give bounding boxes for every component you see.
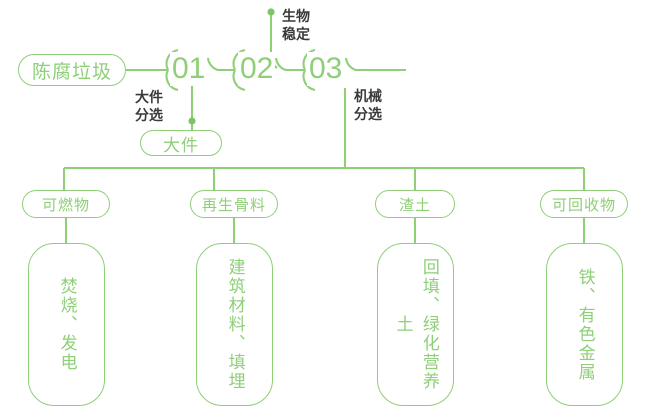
arc-step01-top [165, 48, 179, 71]
arc-step03-top [302, 48, 316, 71]
output-detail-4-text: 铁、有色金属 [575, 267, 595, 382]
arc-step01-bottom [165, 69, 179, 92]
output-detail-box-3[interactable]: 回填、绿化营养土 [377, 243, 454, 406]
output-detail-box-1[interactable]: 焚烧、发电 [28, 243, 105, 406]
step-number-02[interactable]: 02 [238, 52, 276, 86]
annotation-step02: 生物 稳定 [282, 8, 310, 42]
wire-step03-tail [344, 57, 406, 72]
node-bulk-output-label: 大件 [163, 135, 199, 155]
output-pill-2[interactable]: 再生骨料 [190, 190, 278, 218]
output-detail-box-4[interactable]: 铁、有色金属 [546, 243, 623, 406]
output-pill-3-label: 渣土 [398, 196, 431, 214]
output-detail-box-2[interactable]: 建筑材料、填埋 [196, 243, 273, 406]
step-number-01[interactable]: 01 [170, 52, 208, 86]
wire-step01-to-step02 [206, 57, 235, 72]
output-pill-4-label: 可回收物 [551, 196, 616, 214]
arc-step02-bottom [232, 69, 246, 92]
output-detail-3-text: 回填、绿化营养土 [393, 258, 439, 391]
output-pill-2-label: 再生骨料 [201, 196, 266, 214]
node-source-waste[interactable]: 陈腐垃圾 [18, 54, 126, 86]
arc-step03-bottom [302, 69, 316, 92]
output-pill-3[interactable]: 渣土 [375, 190, 455, 218]
output-detail-1-text: 焚烧、发电 [57, 277, 77, 372]
annotation-step01: 大件 分选 [135, 89, 163, 123]
output-pill-1[interactable]: 可燃物 [22, 190, 110, 218]
wire-step02-to-step03 [274, 57, 305, 72]
output-pill-1-label: 可燃物 [41, 196, 90, 214]
dot-step02-annotation [267, 8, 275, 16]
node-source-waste-label: 陈腐垃圾 [31, 61, 112, 83]
step-number-03[interactable]: 03 [307, 52, 345, 86]
output-pill-4[interactable]: 可回收物 [540, 190, 628, 218]
annotation-step03: 机械 分选 [354, 88, 382, 122]
arc-step02-top [232, 48, 246, 71]
dot-step01-annotation [188, 117, 196, 125]
node-bulk-output[interactable]: 大件 [140, 130, 222, 156]
output-detail-2-text: 建筑材料、填埋 [225, 258, 245, 391]
